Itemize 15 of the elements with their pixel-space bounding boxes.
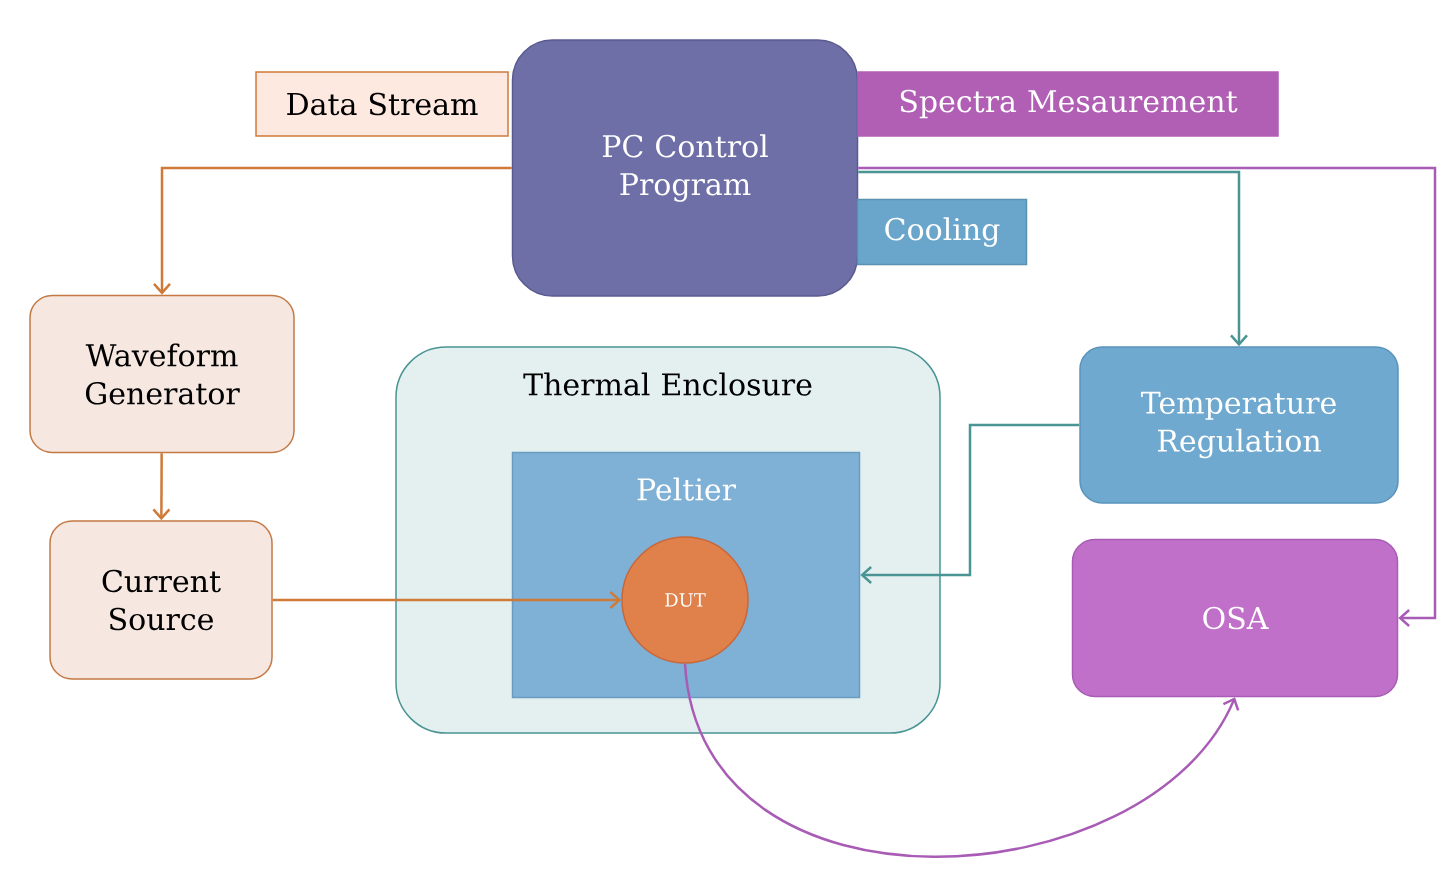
arrow (272, 591, 622, 609)
label-box: Data Stream (255, 71, 509, 137)
label-box: Cooling (856, 198, 1028, 266)
arrow (152, 453, 171, 521)
arrow (683, 663, 1240, 858)
arrow (858, 166, 1437, 627)
process-box: Waveform Generator (29, 294, 295, 454)
arrow (153, 166, 512, 295)
arrow (858, 170, 1248, 347)
arrow (860, 423, 1080, 584)
process-box: OSA (1071, 538, 1399, 698)
control-program-box: PC Control Program (511, 39, 859, 297)
process-box: Temperature Regulation (1079, 346, 1399, 504)
label-box: Spectra Mesaurement (857, 71, 1279, 137)
process-box: Current Source (49, 520, 273, 680)
